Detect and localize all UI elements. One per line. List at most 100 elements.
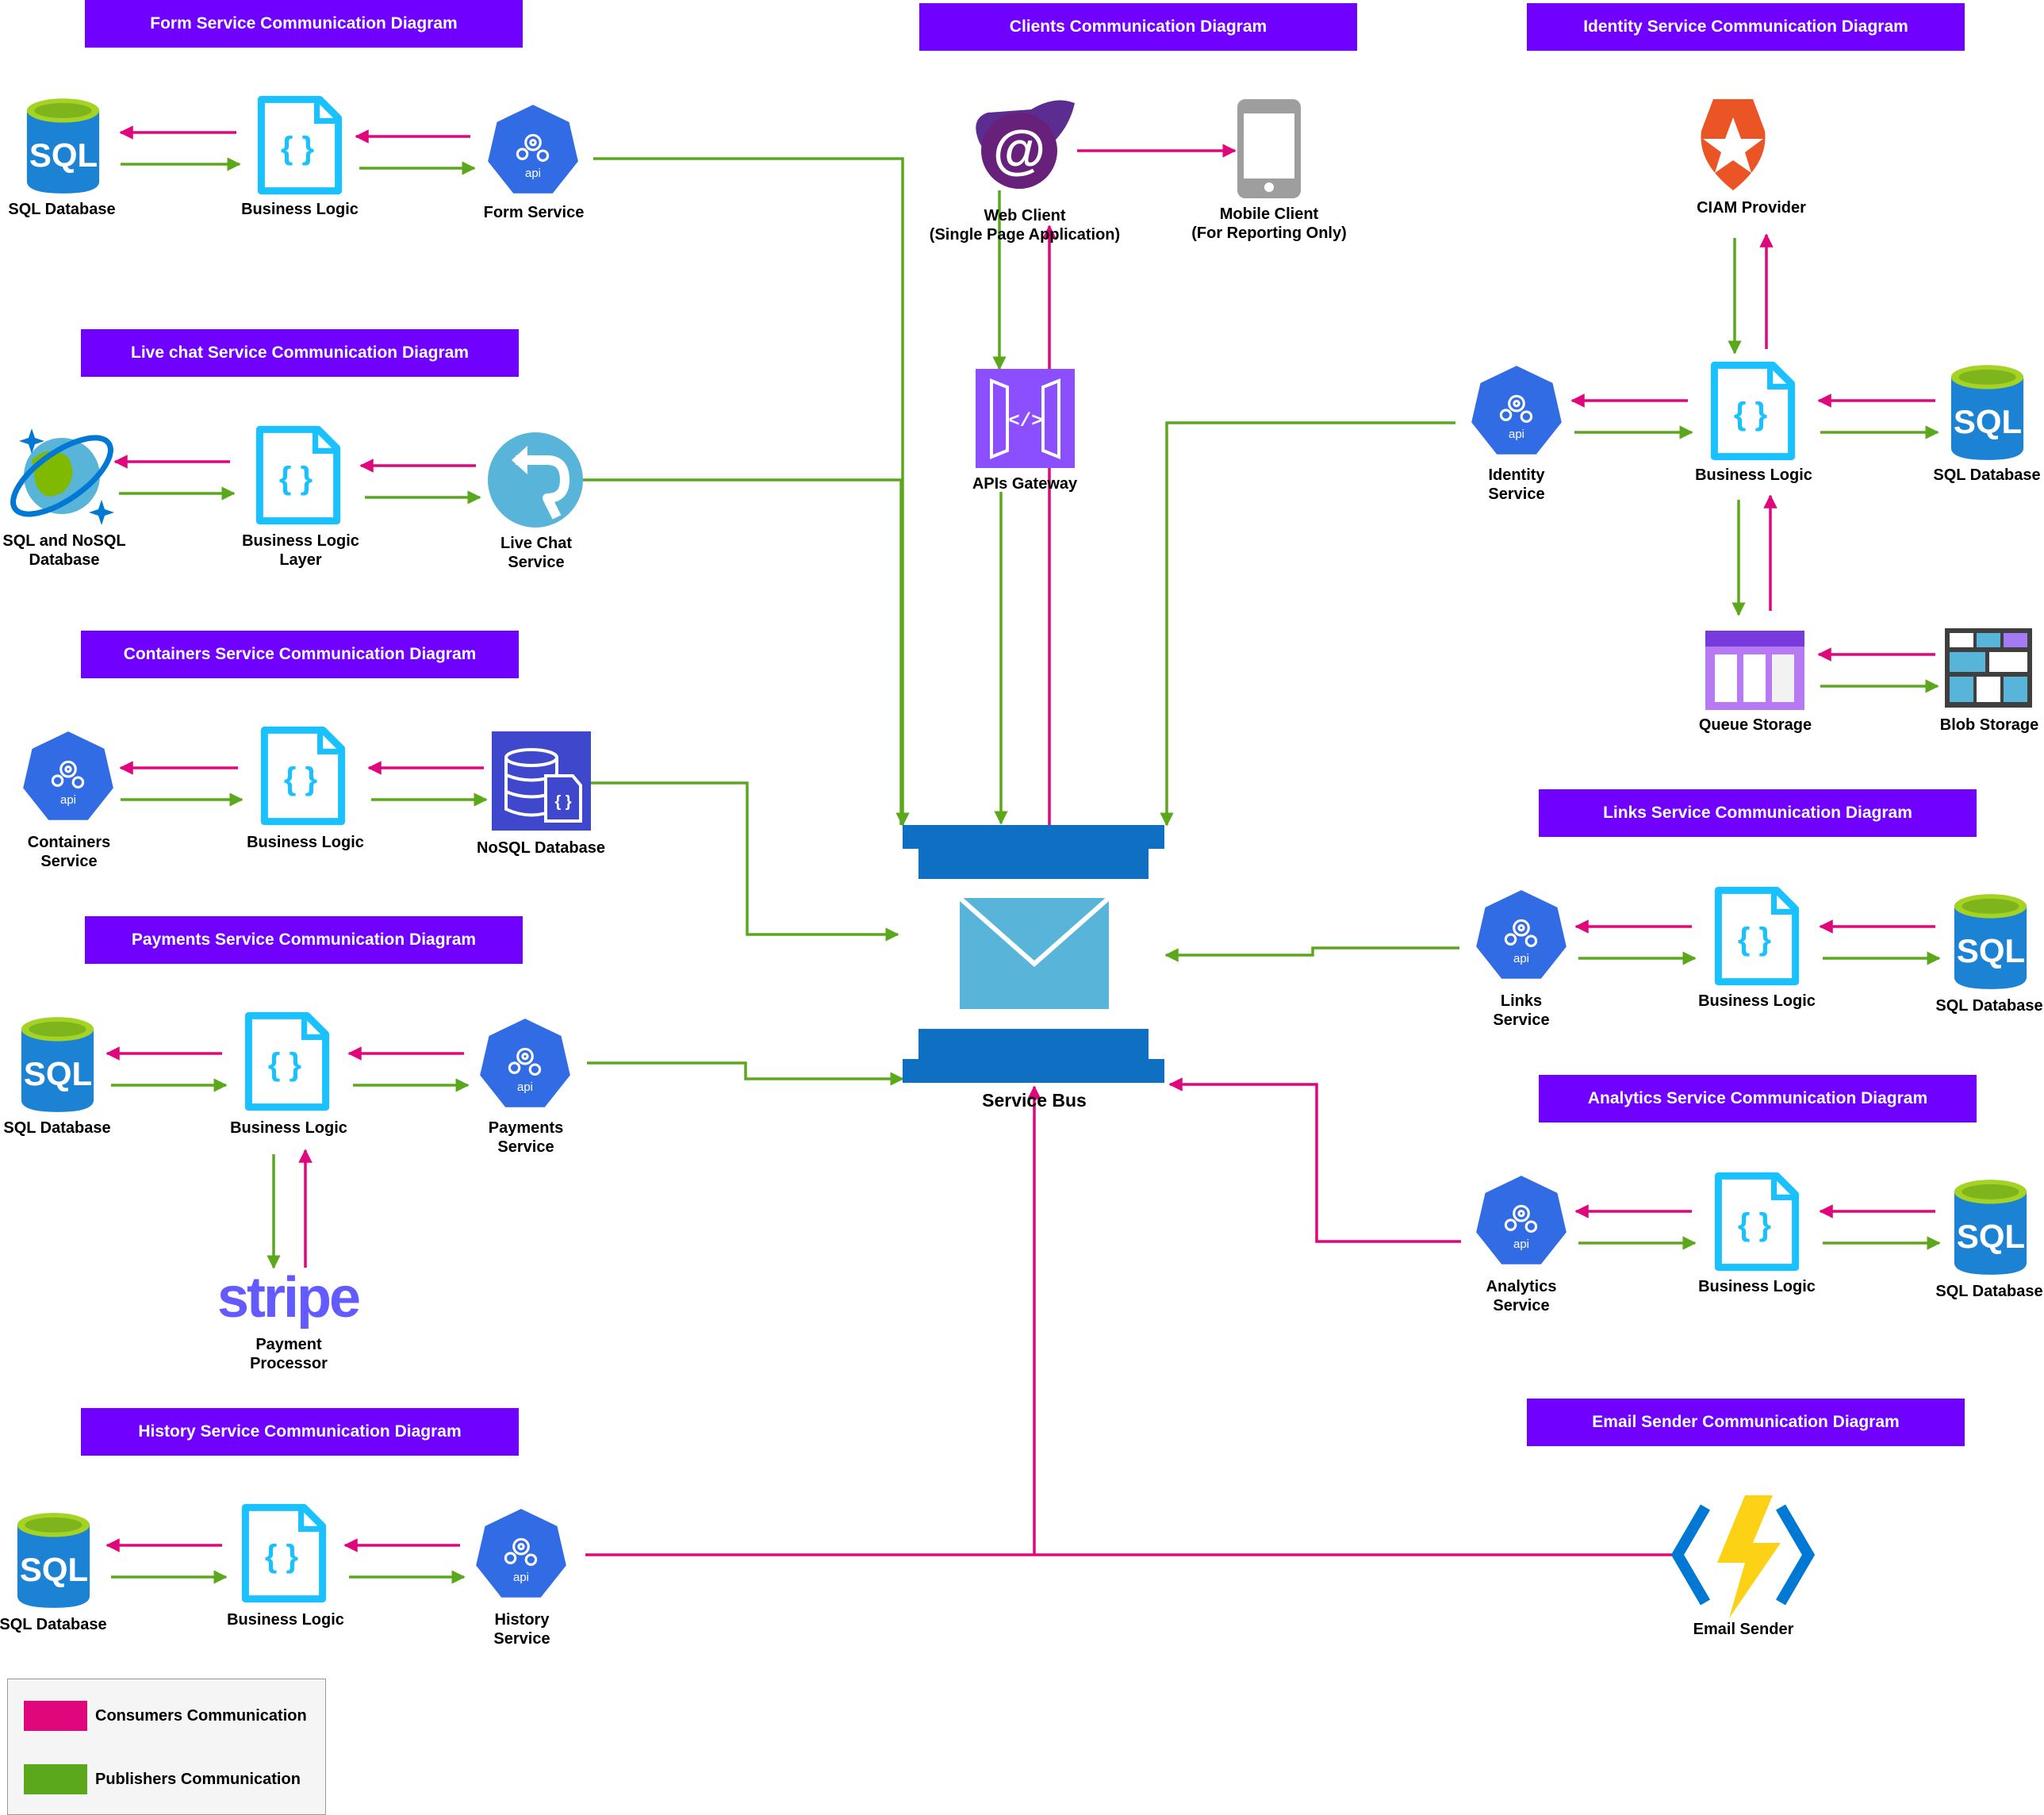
analytics-sql-icon: SQL	[1954, 1180, 2027, 1275]
containers-logic-icon: { }	[264, 730, 341, 821]
svg-text:api: api	[517, 1080, 533, 1094]
payments-logic-icon: { }	[248, 1015, 325, 1107]
svg-text:api: api	[525, 167, 541, 180]
livechat-service-header: Live chat Service Communication Diagram	[81, 329, 519, 377]
connector-lines	[105, 125, 1941, 1584]
payments-sql-icon: SQL	[21, 1017, 94, 1112]
identity-sql-icon: SQL	[1950, 365, 2024, 460]
identity-logic-label: Business Logic	[1695, 466, 1812, 484]
svg-text:{ }: { }	[265, 1539, 298, 1574]
form-service-label: Form Service	[483, 204, 585, 221]
svg-text:{ }: { }	[279, 461, 313, 496]
svg-text:{ }: { }	[1738, 1207, 1771, 1242]
svg-text:{ }: { }	[268, 1047, 301, 1082]
email-sender-icon	[1670, 1495, 1816, 1618]
links-logic-label: Business Logic	[1698, 992, 1816, 1010]
legend: Consumers Communication Publishers Commu…	[7, 1679, 326, 1815]
blob-storage-label: Blob Storage	[1939, 716, 2039, 734]
form-sql-label: SQL Database	[8, 201, 116, 218]
svg-text:{ }: { }	[281, 131, 314, 166]
form-sql-icon: SQL	[26, 98, 100, 194]
payments-sql-label: SQL Database	[3, 1119, 111, 1137]
ciam-provider-label: CIAM Provider	[1697, 199, 1806, 217]
mobile-client-label: Mobile Client(For Reporting Only)	[1191, 205, 1347, 242]
queue-storage-icon	[1705, 631, 1804, 710]
containers-service-api-icon: api	[21, 730, 115, 822]
api-gateway-icon: </>	[976, 369, 1075, 468]
history-logic-label: Business Logic	[227, 1611, 344, 1629]
links-service-header: Links Service Communication Diagram	[1539, 789, 1977, 837]
legend-consumers-swatch	[24, 1701, 87, 1731]
form-service-api-icon: api	[486, 103, 580, 195]
stripe-logo-icon: stripe	[217, 1266, 359, 1330]
history-sql-icon: SQL	[17, 1513, 90, 1608]
svg-text:</>: </>	[1008, 411, 1042, 432]
live-chat-service-icon	[488, 432, 583, 528]
analytics-logic-label: Business Logic	[1698, 1278, 1816, 1295]
analytics-logic-icon: { }	[1718, 1176, 1795, 1267]
clients-header: Clients Communication Diagram	[919, 3, 1357, 51]
identity-sql-label: SQL Database	[1933, 466, 2041, 484]
web-client-label: Web Client(Single Page Application)	[929, 207, 1121, 244]
email-sender-header: Email Sender Communication Diagram	[1527, 1399, 1965, 1446]
links-sql-label: SQL Database	[1935, 997, 2043, 1015]
payments-service-api-icon: api	[478, 1017, 572, 1109]
svg-text:@: @	[993, 120, 1045, 180]
web-client-icon: @	[976, 100, 1075, 189]
containers-logic-label: Business Logic	[247, 834, 364, 851]
svg-text:api: api	[60, 793, 76, 807]
svg-text:api: api	[1509, 428, 1524, 441]
history-service-header: History Service Communication Diagram	[81, 1408, 519, 1456]
ciam-provider-icon	[1701, 99, 1766, 190]
svg-text:api: api	[513, 1571, 529, 1584]
analytics-sql-label: SQL Database	[1935, 1283, 2043, 1300]
sql-glyph: SQL	[20, 1551, 88, 1588]
history-logic-icon: { }	[245, 1507, 322, 1598]
form-logic-label: Business Logic	[241, 201, 359, 218]
service-bus-icon	[903, 825, 1164, 1083]
email-sender-label: Email Sender	[1693, 1621, 1794, 1638]
identity-logic-icon: { }	[1714, 365, 1791, 456]
svg-text:{ }: { }	[1738, 922, 1771, 957]
identity-service-api-icon: api	[1470, 364, 1563, 456]
legend-consumers-label: Consumers Communication	[95, 1707, 307, 1725]
sql-glyph: SQL	[24, 1055, 92, 1092]
links-logic-icon: { }	[1718, 890, 1795, 981]
payments-service-header: Payments Service Communication Diagram	[85, 916, 523, 964]
service-bus-label: Service Bus	[982, 1090, 1087, 1111]
payments-logic-label: Business Logic	[230, 1119, 347, 1137]
sql-glyph: SQL	[1957, 1218, 2025, 1255]
svg-text:{ }: { }	[284, 762, 317, 796]
livechat-logic-icon: { }	[259, 429, 336, 520]
svg-text:{ }: { }	[1734, 397, 1767, 432]
nosql-database-label: NoSQL Database	[477, 839, 605, 857]
analytics-service-header: Analytics Service Communication Diagram	[1539, 1075, 1977, 1122]
identity-service-header: Identity Service Communication Diagram	[1527, 3, 1965, 51]
form-service-header: Form Service Communication Diagram	[85, 0, 523, 48]
sql-glyph: SQL	[1954, 403, 2022, 440]
containers-service-header: Containers Service Communication Diagram	[81, 631, 519, 678]
svg-text:{ }: { }	[554, 793, 571, 811]
nosql-database-icon: { }	[492, 731, 591, 831]
svg-text:api: api	[1513, 952, 1529, 965]
links-service-api-icon: api	[1475, 888, 1568, 980]
legend-publishers-swatch	[24, 1764, 87, 1794]
queue-storage-label: Queue Storage	[1698, 716, 1812, 734]
cosmos-db-icon	[10, 428, 114, 525]
history-sql-label: SQL Database	[0, 1616, 107, 1633]
history-service-api-icon: api	[474, 1507, 568, 1599]
mobile-client-icon	[1237, 99, 1301, 198]
legend-publishers-label: Publishers Communication	[95, 1771, 301, 1788]
api-gateway-label: APIs Gateway	[972, 475, 1078, 493]
